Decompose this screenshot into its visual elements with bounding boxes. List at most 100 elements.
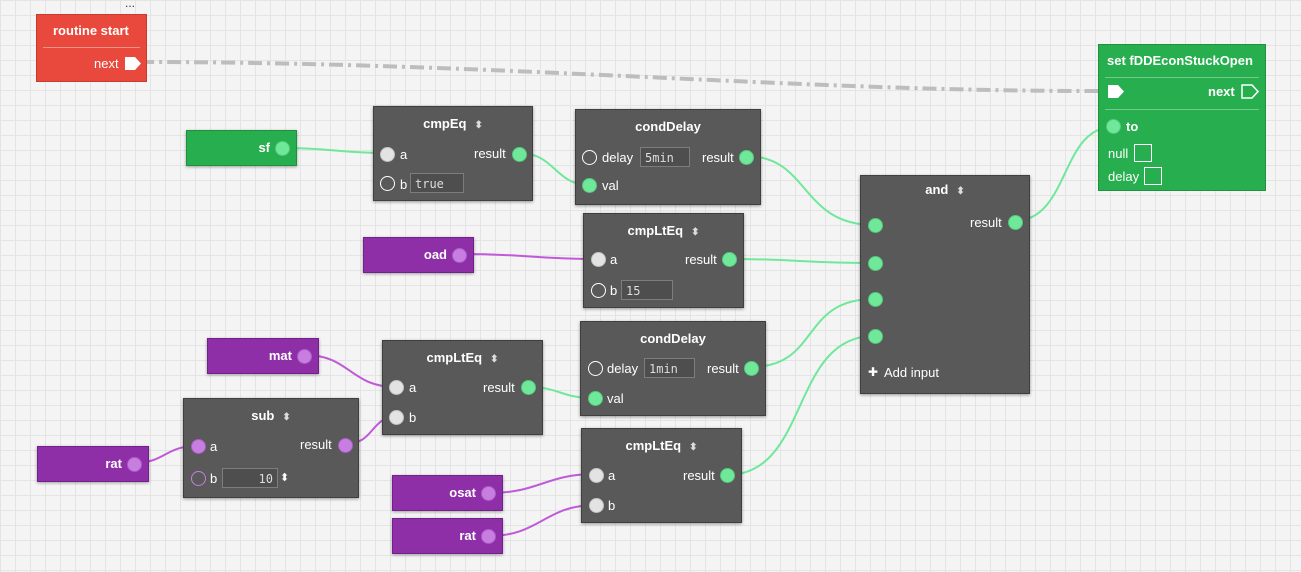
set-next-label: next [1208,84,1235,99]
sort-icon[interactable]: ⬍ [689,442,698,453]
exec-out-icon[interactable] [123,55,143,72]
var-sf-out-port[interactable] [275,141,290,156]
var-rat2-out-port[interactable] [481,529,496,544]
wire-cmplteq1-and [728,258,875,264]
set-null-label: null [1108,146,1129,161]
wire-rat2-cmplteq3 [488,504,597,537]
cmplteq2-node[interactable]: cmpLtEq⬍ a result b [382,340,543,435]
var-osat-out-port[interactable] [481,486,496,501]
and-input-3-port[interactable] [868,292,883,307]
plus-icon[interactable]: ✚ [868,365,879,379]
cmplteq1-a-label: a [610,252,618,267]
wire-oad-cmplteq1 [459,253,599,260]
sub-a-label: a [210,439,218,454]
cmplteq2-result-port[interactable] [521,380,536,395]
routine-start-node[interactable]: routine start next [36,14,147,82]
set-node[interactable]: set fDDEconStuckOpen next to null delay [1098,44,1266,191]
sort-icon[interactable]: ⬍ [490,354,499,365]
conddelay2-val-label: val [607,391,624,406]
set-to-port[interactable] [1106,119,1121,134]
add-input-button[interactable]: Add input [884,365,939,380]
var-oad-label: oad [423,247,447,262]
set-delay-checkbox[interactable] [1144,167,1162,185]
sort-icon[interactable]: ⬍ [691,227,700,238]
conddelay2-node[interactable]: condDelay delay 1min result val [580,321,766,416]
divider [1105,77,1259,78]
cmplteq2-a-port[interactable] [389,380,404,395]
conddelay2-delay-label: delay [607,361,639,376]
and-input-4-port[interactable] [868,329,883,344]
cmplteq2-b-port[interactable] [389,410,404,425]
sub-result-port[interactable] [338,438,353,453]
exec-in-icon[interactable] [1106,83,1126,100]
cmplteq1-node[interactable]: cmpLtEq⬍ a result b 15 [583,213,744,308]
conddelay2-result-port[interactable] [744,361,759,376]
cmplteq1-result-port[interactable] [722,252,737,267]
set-node-title: set fDDEconStuckOpen [1107,53,1253,68]
and-result-port[interactable] [1008,215,1023,230]
sub-b-port[interactable] [191,471,206,486]
cmpeq-result-label: result [474,146,506,161]
wire-osat-cmplteq3 [488,473,597,494]
and-input-2-port[interactable] [868,256,883,271]
cmpeq-b-port[interactable] [380,176,395,191]
cmpeq-title: cmpEq [423,116,467,131]
conddelay1-result-label: result [702,150,734,165]
cmpeq-b-input[interactable]: true [410,173,464,193]
conddelay2-delay-input[interactable]: 1min [644,358,695,378]
sub-title: sub [251,408,275,423]
conddelay1-node[interactable]: condDelay delay 5min result val [575,109,761,205]
and-title: and [925,182,949,197]
cmplteq1-b-input[interactable]: 15 [621,280,673,300]
exec-wire [139,60,1109,94]
var-mat-out-port[interactable] [297,349,312,364]
sort-icon[interactable]: ⬍ [474,120,483,131]
sub-b-label: b [210,471,218,486]
cmplteq3-node[interactable]: cmpLtEq⬍ a result b [581,428,742,523]
conddelay2-delay-port[interactable] [588,361,603,376]
var-mat-label: mat [268,348,292,363]
var-rat2[interactable]: rat [392,518,503,554]
sub-a-port[interactable] [191,439,206,454]
var-oad[interactable]: oad [363,237,474,273]
sub-b-input[interactable]: 10 [222,468,278,488]
conddelay1-val-port[interactable] [582,178,597,193]
cmplteq3-a-port[interactable] [589,468,604,483]
cmplteq1-b-label: b [610,283,618,298]
cmplteq1-a-port[interactable] [591,252,606,267]
sort-icon[interactable]: ⬍ [956,186,965,197]
cmpeq-result-port[interactable] [512,147,527,162]
sub-node[interactable]: sub⬍ a result b 10 ⬍ [183,398,359,498]
wire-sf-cmpeq [283,147,387,154]
var-rat2-label: rat [459,528,476,543]
conddelay1-delay-input[interactable]: 5min [640,147,690,167]
var-sf-label: sf [258,140,270,155]
set-delay-label: delay [1108,169,1140,184]
routine-start-title: routine start [53,23,129,38]
conddelay1-result-port[interactable] [739,150,754,165]
cmpeq-a-port[interactable] [380,147,395,162]
set-null-checkbox[interactable] [1134,144,1152,162]
cmplteq1-b-port[interactable] [591,283,606,298]
conddelay1-delay-label: delay [602,150,634,165]
cmplteq1-result-label: result [685,252,717,267]
cmplteq3-result-port[interactable] [720,468,735,483]
top-ellipsis: ... [125,0,136,10]
sort-icon[interactable]: ⬍ [282,412,291,423]
cmpeq-node[interactable]: cmpEq⬍ a result b true [373,106,533,201]
cmplteq3-b-port[interactable] [589,498,604,513]
var-mat[interactable]: mat [207,338,319,374]
set-to-label: to [1126,119,1139,134]
var-rat-out-port[interactable] [127,457,142,472]
sub-b-stepper-icon[interactable]: ⬍ [280,472,290,484]
conddelay2-val-port[interactable] [588,391,603,406]
cmplteq3-b-label: b [608,498,616,513]
and-input-1-port[interactable] [868,218,883,233]
var-osat[interactable]: osat [392,475,503,511]
conddelay1-delay-port[interactable] [582,150,597,165]
var-rat[interactable]: rat [37,446,149,482]
var-sf[interactable]: sf [186,130,297,166]
exec-out-icon[interactable] [1240,83,1260,100]
and-node[interactable]: and⬍ result ✚ Add input [860,175,1030,394]
var-oad-out-port[interactable] [452,248,467,263]
